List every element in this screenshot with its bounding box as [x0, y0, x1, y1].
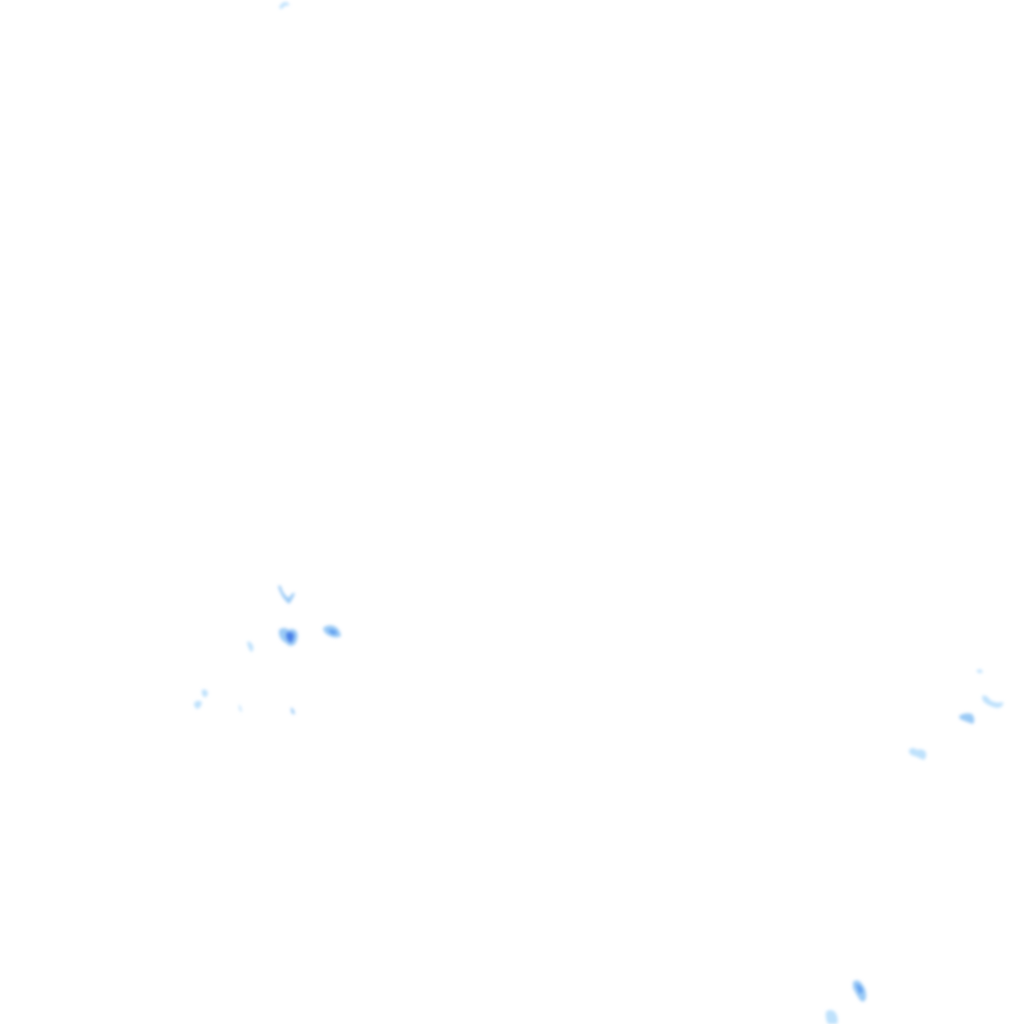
- radar-echo: [982, 695, 1004, 708]
- radar-echo-cluster-south: [825, 980, 867, 1024]
- radar-echo: [909, 748, 927, 760]
- radar-echo: [201, 689, 208, 698]
- radar-echo-cluster-top: [279, 2, 290, 9]
- radar-echo: [856, 984, 863, 994]
- radar-echo-cluster-west: [194, 585, 341, 715]
- radar-echo: [247, 641, 254, 652]
- radar-echo: [959, 713, 975, 724]
- radar-echo: [286, 631, 295, 643]
- radar-echo-cluster-east: [909, 669, 1004, 760]
- radar-echo: [278, 585, 295, 604]
- radar-echo: [328, 629, 337, 635]
- radar-echo: [194, 700, 202, 709]
- radar-echo: [825, 1010, 838, 1024]
- radar-echo: [291, 707, 295, 715]
- radar-echo: [239, 704, 242, 712]
- radar-echo: [977, 669, 983, 673]
- radar-echo: [279, 2, 290, 9]
